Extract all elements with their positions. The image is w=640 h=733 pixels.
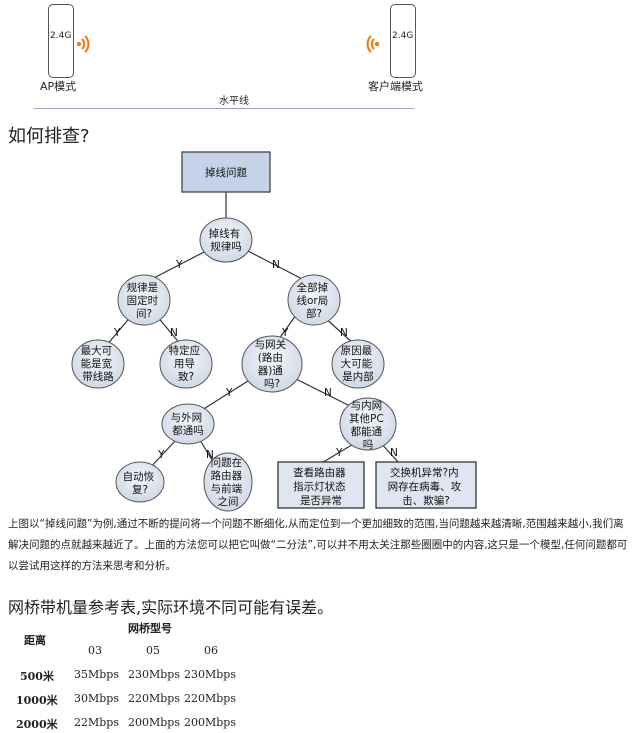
a-autorecover-node bbox=[115, 461, 165, 503]
client-device: 2.4G bbox=[390, 4, 416, 78]
model-column-header: 03 bbox=[88, 644, 102, 657]
device-diagram: 2.4G AP模式 2.4G 客户端模式 水平线 bbox=[0, 0, 640, 112]
q-regular-label: 掉线有 规律吗 bbox=[209, 227, 244, 253]
table-row-distance: 1000米 bbox=[16, 694, 58, 707]
a-router-front-node bbox=[203, 452, 253, 512]
q-external-label: 与外网 都通吗 bbox=[171, 412, 206, 437]
a-app-label: 特定应 用导 致? bbox=[169, 344, 204, 383]
client-band-label: 2.4G bbox=[392, 31, 414, 41]
bandwidth-heading: 网桥带机量参考表,实际环境不同可能有误差。 bbox=[8, 598, 334, 617]
q-gateway-node bbox=[241, 335, 303, 393]
root-node-label: 掉线问题 bbox=[205, 166, 247, 179]
a-switch-node bbox=[375, 461, 477, 509]
table-cell: 30Mbps bbox=[74, 692, 119, 705]
horizon-line bbox=[34, 108, 414, 109]
model-column-header: 06 bbox=[204, 644, 218, 657]
a-internal-node bbox=[331, 339, 385, 389]
troubleshoot-flowchart: Y N Y N Y N Y N Y N Y N 掉线问题 掉线有 规律吗 规律是… bbox=[71, 151, 477, 512]
table-cell: 200Mbps bbox=[128, 716, 180, 729]
a-autorecover-label: 自动恢 复? bbox=[123, 470, 158, 496]
a-switch-label: 交换机异常?内 网存在病毒、攻 击、欺骗? bbox=[388, 466, 465, 507]
edge-no-label: N bbox=[340, 327, 348, 339]
troubleshoot-heading: 如何排查? bbox=[8, 126, 90, 147]
q-fixed-time-node bbox=[117, 274, 171, 326]
edge-no-label: N bbox=[206, 449, 214, 461]
edge-yes-label: Y bbox=[157, 449, 165, 461]
edge-yes-label: Y bbox=[175, 259, 183, 271]
edge-yes-label: Y bbox=[335, 447, 343, 459]
table-row-distance: 2000米 bbox=[16, 718, 58, 731]
a-broadband-label: 最大可 能是宽 带线路 bbox=[81, 344, 116, 383]
q-fixed-time-label: 规律是 固定时 间? bbox=[127, 281, 162, 320]
table-cell: 35Mbps bbox=[74, 668, 119, 681]
ap-band-label: 2.4G bbox=[50, 31, 72, 41]
edge-yes-label: Y bbox=[113, 327, 121, 339]
q-external-node bbox=[161, 403, 215, 445]
q-lan-label: 与内网 其他PC 都能通 吗 bbox=[349, 399, 387, 451]
ap-mode-label: AP模式 bbox=[40, 80, 77, 93]
a-internal-label: 原因最 大可能 是内部 bbox=[341, 345, 376, 383]
table-cell: 200Mbps bbox=[184, 716, 236, 729]
horizon-label: 水平线 bbox=[219, 96, 249, 107]
model-column-header: 05 bbox=[146, 644, 160, 657]
a-broadband-node bbox=[71, 339, 125, 389]
edge-yes-label: Y bbox=[281, 327, 289, 339]
model-header: 网桥型号 bbox=[128, 622, 172, 635]
root-node bbox=[181, 151, 271, 193]
q-scope-label: 全部掉 线or局 部? bbox=[296, 281, 331, 320]
ap-device: 2.4G bbox=[48, 4, 74, 78]
edge-no-label: N bbox=[324, 387, 332, 399]
edge-no-label: N bbox=[272, 259, 280, 271]
a-router-front-label: 问题在 路由器 与前端 之间 bbox=[211, 456, 246, 508]
distance-header: 距离 bbox=[24, 634, 46, 647]
explanation-paragraph: 上图以“掉线问题”为例,通过不断的提问将一个问题不断细化,从而定位到一个更加细致… bbox=[8, 518, 628, 572]
table-cell: 220Mbps bbox=[128, 692, 180, 705]
q-gateway-label: 与网关 (路由 器)通 吗? bbox=[255, 338, 290, 390]
q-regular-node bbox=[199, 217, 253, 263]
a-app-node bbox=[159, 339, 213, 389]
q-lan-node bbox=[339, 397, 397, 451]
table-cell: 230Mbps bbox=[184, 668, 236, 681]
edge-yes-label: Y bbox=[225, 387, 233, 399]
table-cell: 220Mbps bbox=[184, 692, 236, 705]
table-cell: 22Mbps bbox=[74, 716, 119, 729]
a-router-light-label: 查看路由器 指示灯状态 是否异常 bbox=[293, 466, 349, 507]
table-cell: 230Mbps bbox=[128, 668, 180, 681]
table-row-distance: 500米 bbox=[20, 670, 54, 683]
q-scope-node bbox=[287, 274, 341, 326]
edge-no-label: N bbox=[170, 327, 178, 339]
a-router-light-node bbox=[277, 461, 365, 509]
wifi-signal-icon bbox=[76, 35, 90, 53]
client-mode-label: 客户端模式 bbox=[368, 80, 423, 93]
wifi-signal-icon bbox=[366, 35, 380, 53]
edge-no-label: N bbox=[390, 447, 398, 459]
